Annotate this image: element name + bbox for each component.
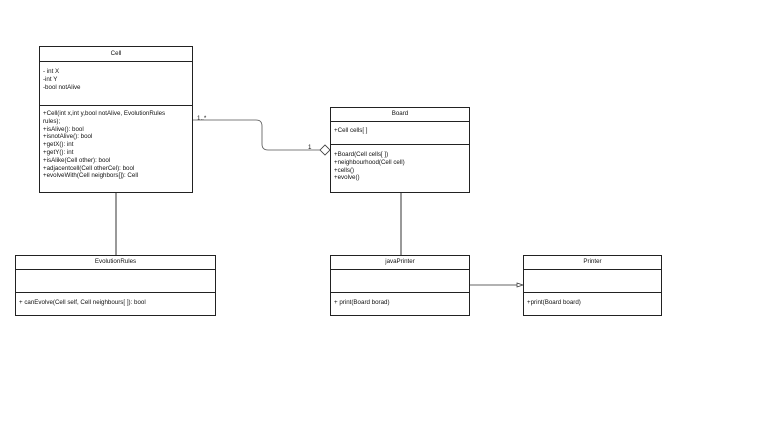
class-cell-methods: +Cell(int x,int y,bool notAlive, Evoluti… — [40, 106, 192, 180]
cell-method: +getX(): int — [43, 141, 74, 149]
cell-method: rules); — [43, 117, 61, 125]
board-method: +cells() — [334, 166, 355, 174]
class-javaprinter-attributes — [331, 270, 469, 293]
cell-attribute: -bool notAlive — [43, 83, 81, 91]
class-cell-name: Cell — [40, 47, 192, 62]
class-printer[interactable]: Printer +print(Board board) — [523, 255, 662, 316]
class-cell[interactable]: Cell - int X -int Y -bool notAlive +Cell… — [39, 46, 193, 193]
cell-method: +isAlike(Cell other): bool — [43, 156, 111, 164]
cell-method: +isAlive(): bool — [43, 125, 84, 133]
class-board-name: Board — [331, 108, 469, 122]
printer-method: +print(Board board) — [527, 299, 581, 306]
cell-board-aggregation-link — [193, 119, 320, 151]
board-method: +Board(Cell cells[ ]) — [334, 151, 389, 158]
javaprinter-method: + print(Board borad) — [334, 299, 390, 306]
cell-method: +getY(): int — [43, 148, 74, 156]
board-method: +neighbourhood(Cell cell) — [334, 158, 405, 166]
cell-attribute: -int Y — [43, 75, 58, 83]
realization-arrowhead — [516, 282, 525, 288]
class-board-attributes: +Cell cells[ ] — [331, 122, 469, 145]
class-printer-methods: +print(Board board) — [524, 293, 661, 307]
class-javaprinter-methods: + print(Board borad) — [331, 293, 469, 307]
class-board[interactable]: Board +Cell cells[ ] +Board(Cell cells[ … — [330, 107, 470, 193]
board-method: +evolve() — [334, 174, 360, 182]
class-javaprinter[interactable]: javaPrinter + print(Board borad) — [330, 255, 470, 316]
cell-method: +adjacentcell(Cell otherCel): bool — [43, 164, 135, 172]
multiplicity-board-end: 1 — [308, 144, 312, 151]
multiplicity-cell-end: 1..* — [197, 115, 207, 122]
cell-method: +Cell(int x,int y,bool notAlive, Evoluti… — [43, 110, 166, 117]
class-printer-attributes — [524, 270, 661, 293]
cell-method: +evolveWith(Cell neighbors[]): Cell — [43, 172, 139, 180]
class-printer-name: Printer — [524, 256, 661, 270]
class-cell-attributes: - int X -int Y -bool notAlive — [40, 62, 192, 106]
class-evolutionrules-attributes — [16, 270, 215, 293]
aggregation-diamond — [319, 144, 331, 156]
class-evolutionrules-methods: + canEvolve(Cell self, Cell neighbours[ … — [16, 293, 215, 307]
class-evolutionrules-name: EvolutionRules — [16, 256, 215, 270]
board-attribute: +Cell cells[ ] — [334, 127, 368, 134]
evolutionrules-method: + canEvolve(Cell self, Cell neighbours[ … — [19, 299, 146, 306]
cell-method: +isnotAlive(): bool — [43, 133, 93, 141]
class-board-methods: +Board(Cell cells[ ]) +neighbourhood(Cel… — [331, 145, 469, 182]
class-evolutionrules[interactable]: EvolutionRules + canEvolve(Cell self, Ce… — [15, 255, 216, 316]
class-javaprinter-name: javaPrinter — [331, 256, 469, 270]
cell-attribute: - int X — [43, 68, 60, 75]
